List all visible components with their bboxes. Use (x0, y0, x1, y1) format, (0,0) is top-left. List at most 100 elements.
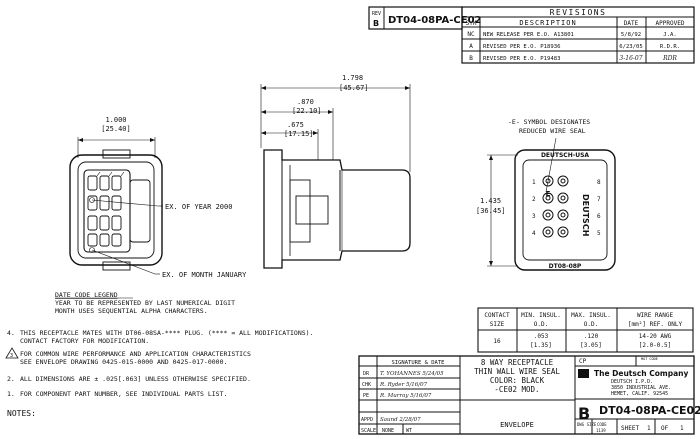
note-flag-icon (5, 347, 19, 359)
note-4-line-1: THIS RECEPTACLE MATES WITH DT06-08SA-***… (20, 329, 314, 337)
rev-row-date: 6/23/05 (619, 44, 643, 50)
company-line-1: DEUTSCH I.P.D. (611, 379, 653, 385)
wire-header: O.D. (534, 321, 548, 328)
rev-row-desc: NEW RELEASE PER E.O. A13801 (483, 32, 574, 38)
dim-length: 1.798 (342, 74, 363, 82)
wire-header: O.D. (584, 321, 598, 328)
rev-row-sym: B (469, 55, 473, 62)
envelope-label: ENVELOPE (500, 421, 534, 429)
dim-870-mm: [22.10] (292, 107, 322, 115)
pin-8: 8 (597, 179, 601, 186)
wire-header: SIZE (490, 321, 505, 328)
signature-appd: Saund 2/28/07 (380, 417, 421, 423)
notes-heading: NOTES: (7, 409, 36, 418)
signature-dr: T. YOHANNES 5/24/05 (380, 371, 444, 377)
size-letter: B (578, 404, 590, 423)
revisions-title: REVISIONS (550, 8, 607, 17)
note-4-num: 4. (7, 329, 15, 337)
sheet-label: SHEET (621, 425, 639, 432)
date-code-line-2: MONTH USES SEQUENTIAL ALPHA CHARACTERS. (55, 307, 208, 315)
dim-675: .675 (287, 121, 304, 129)
desc-line-2: THIN WALL WIRE SEAL (474, 367, 560, 376)
company-line-2: 3850 INDUSTRIAL AVE. (611, 385, 671, 391)
wire-range-table: CONTACT SIZE MIN. INSUL. O.D. MAX. INSUL… (477, 307, 694, 353)
rev-value: B (373, 19, 379, 28)
pin-3: 3 (532, 213, 536, 220)
rev-header-approved: APPROVED (656, 20, 685, 27)
callout-year: EX. OF YEAR 2000 (165, 203, 232, 211)
note-2-num: 2. (7, 375, 15, 383)
rev-row-sym: A (469, 43, 473, 50)
desc-line-1: 8 WAY RECEPTACLE (481, 358, 554, 367)
code-value: 1139 (596, 428, 606, 433)
company-name: The Deutsch Company (594, 369, 688, 378)
wire-cell: [2.0-0.5] (639, 342, 672, 349)
wire-header: MAX. INSUL. (571, 312, 611, 319)
wire-header: MIN. INSUL. (521, 312, 561, 319)
scale-value: NONE (382, 428, 394, 434)
symbol-note-2: REDUCED WIRE SEAL (519, 127, 586, 135)
revisions-table: REVISIONS SYM DESCRIPTION DATE APPROVED … (461, 6, 695, 64)
desc-line-3: COLOR: BLACK (490, 376, 545, 385)
rev-header-desc: DESCRIPTION (519, 19, 576, 27)
pin-7: 7 (597, 196, 601, 203)
wire-header: WIRE RANGE (637, 312, 674, 319)
date-code-legend: DATE CODE LEGEND YEAR TO BE REPRESENTED … (55, 291, 235, 315)
symbol-note: -E- SYMBOL DESIGNATES (508, 118, 590, 126)
pin-6: 6 (597, 213, 601, 220)
rev-row-date: 3-16-07 (619, 55, 642, 62)
deutsch-vertical: DEUTSCH (581, 194, 590, 236)
front-view-left: 1.000 [25.40] EX. OF YEAR 2000 EX. OF MO… (69, 116, 247, 279)
signature-chk: R. Ryder 5/16/07 (379, 382, 428, 388)
sheet-value: 1 (647, 425, 651, 432)
note-3-num: 3 (10, 353, 13, 359)
note-1-line: FOR COMPONENT PART NUMBER, SEE INDIVIDUA… (20, 390, 227, 398)
note-1-num: 1. (7, 390, 15, 398)
rev-row-desc: REVISED PER E.O. P19483 (483, 56, 560, 62)
of-value: 1 (680, 425, 684, 432)
pin-1: 1 (532, 179, 536, 186)
deutsch-usa-mark: DEUTSCH-USA (541, 152, 589, 159)
rev-header-sym: SYM (466, 20, 477, 27)
wire-cell: [1.35] (530, 342, 552, 349)
wire-header: CONTACT (484, 312, 510, 319)
e-symbol: E (546, 190, 551, 198)
wire-cell: 16 (493, 338, 501, 345)
row-label-appd: APPD (361, 417, 373, 423)
desc-line-4: -CE02 MOD. (494, 385, 539, 394)
of-label: OF (661, 425, 669, 432)
rev-header-date: DATE (624, 20, 639, 27)
cp-label: CP (579, 358, 587, 365)
signature-pe: R. Murray 5/16/07 (379, 393, 432, 399)
title-block: SIGNATURE & DATE DR CHK PE APPD SCALE NO… (358, 355, 700, 435)
dim-length-mm: [45.67] (339, 84, 369, 92)
row-label-dr: DR (363, 371, 370, 377)
rev-row-approved: R.D.R. (660, 44, 680, 50)
dim-675-mm: [17.15] (284, 130, 314, 138)
rev-row-date: 5/8/92 (621, 32, 641, 38)
side-view-center: 1.798 [45.67] .870 [22.10] .675 [17.15] (260, 74, 411, 269)
wire-cell: .053 (534, 333, 549, 340)
wt-label: WT (406, 428, 412, 434)
notes: 4. THIS RECEPTACLE MATES WITH DT06-08SA-… (5, 329, 314, 418)
row-label-chk: CHK (362, 382, 371, 388)
scale-label: SCALE (361, 428, 376, 434)
pin-5: 5 (597, 230, 601, 237)
wire-header: [mm²] REF. ONLY (628, 321, 683, 328)
sig-header: SIGNATURE & DATE (392, 360, 445, 366)
wire-cell: .120 (584, 333, 599, 340)
pin-2: 2 (532, 196, 536, 203)
mat-code-label: MAT CODE (641, 357, 658, 361)
dim-width-mm: [25.40] (101, 125, 131, 133)
note-3-line-1: FOR COMMON WIRE PERFORMANCE AND APPLICAT… (20, 350, 251, 358)
rev-label: REV (372, 11, 381, 17)
pin-4: 4 (532, 230, 536, 237)
dim-870: .870 (297, 98, 314, 106)
code-label: CODE (597, 422, 607, 427)
note-3-line-2: SEE ENVELOPE DRAWING 0425-015-0000 AND 0… (20, 358, 227, 366)
dim-height-mm: [36.45] (476, 207, 506, 215)
note-4-line-2: CONTACT FACTORY FOR MODIFICATION. (20, 337, 149, 345)
dim-width: 1.000 (105, 116, 126, 124)
wire-cell: 14-20 AWG (639, 333, 672, 340)
